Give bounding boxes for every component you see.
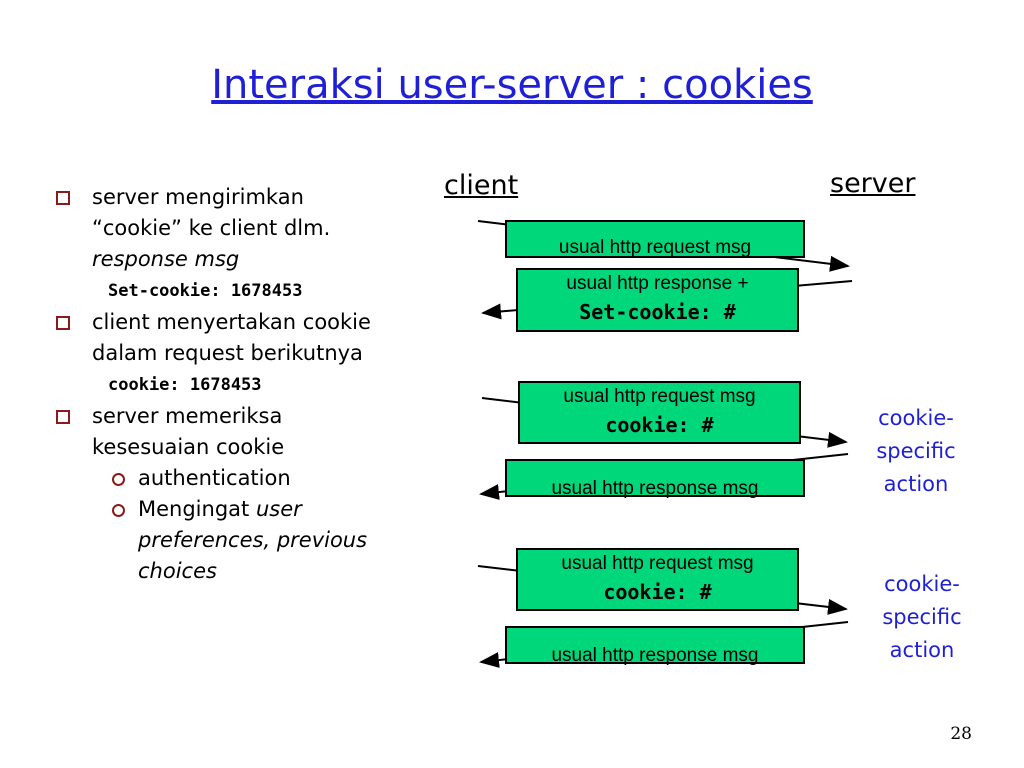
circle-bullet-icon	[112, 504, 125, 517]
page-number: 28	[950, 724, 972, 744]
msg-request-1: usual http request msg	[505, 220, 805, 258]
client-label: client	[444, 170, 519, 201]
msg-request-cookie-1: usual http request msg cookie: #	[518, 381, 801, 444]
msg-request-cookie-2: usual http request msg cookie: #	[516, 548, 799, 611]
bullet-list: server mengirimkan “cookie” ke client dl…	[56, 182, 456, 587]
code-set-cookie: Set-cookie: 1678453	[108, 281, 303, 301]
server-label: server	[830, 168, 916, 199]
circle-bullet-icon	[112, 473, 125, 486]
sub-bullet-2: Mengingat user preferences, previous cho…	[56, 494, 456, 587]
square-bullet-icon	[56, 191, 70, 205]
msg-response-2: usual http response msg	[505, 459, 805, 499]
square-bullet-icon	[56, 410, 70, 424]
cookie-action-2: cookie- specific action	[882, 572, 962, 662]
msg-response-3: usual http response msg	[505, 626, 805, 666]
square-bullet-icon	[56, 316, 70, 330]
bullet-1: server mengirimkan “cookie” ke client dl…	[56, 182, 456, 275]
msg-response-set-cookie: usual http response + Set-cookie: #	[516, 268, 799, 332]
bullet-2: client menyertakan cookie dalam request …	[56, 307, 456, 369]
code-cookie: cookie: 1678453	[108, 375, 262, 395]
bullet-3: server memeriksa kesesuaian cookie	[56, 401, 456, 463]
sub-bullet-1: authentication	[56, 463, 456, 494]
slide-title: Interaksi user-server : cookies	[211, 62, 813, 108]
cookie-action-1: cookie- specific action	[876, 406, 956, 496]
